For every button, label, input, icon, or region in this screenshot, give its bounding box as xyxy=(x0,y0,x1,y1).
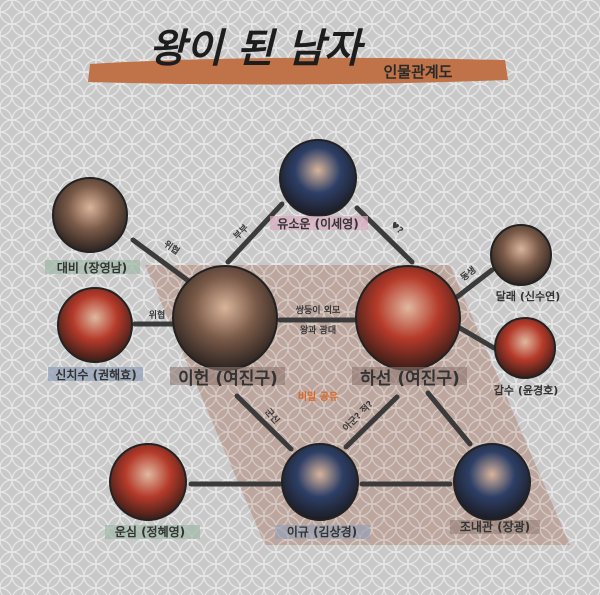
relation-secret-shared: 비밀 공유 xyxy=(298,390,338,403)
character-gapsu[interactable]: 갑수 (윤경호) xyxy=(494,317,558,397)
character-unsim[interactable]: 운심 (정혜영) xyxy=(105,443,200,539)
character-shinchisu[interactable]: 신치수 (권해효) xyxy=(48,287,143,382)
avatar xyxy=(281,443,359,521)
character-haseon[interactable]: 하선 (여진구) xyxy=(352,265,467,389)
label-highlight xyxy=(352,367,467,385)
avatar xyxy=(57,287,133,363)
relation-shin-yiheon: 위협 xyxy=(149,309,166,321)
line-haseon-jonaegwan xyxy=(425,390,473,447)
character-label: 이규 (김상경) xyxy=(287,524,357,539)
character-label: 달래 (신수연) xyxy=(496,289,560,303)
character-jonaegwan[interactable]: 조내관 (장광) xyxy=(450,443,540,534)
character-label: 대비 (장영남) xyxy=(57,260,127,275)
avatar xyxy=(355,265,461,371)
label-highlight xyxy=(105,525,200,539)
avatar xyxy=(494,317,556,379)
line-haseon-yigyu xyxy=(343,394,400,450)
relation-lines xyxy=(130,201,497,487)
character-label: 신치수 (권해효) xyxy=(55,367,136,382)
label-highlight xyxy=(450,520,540,534)
line-yiheon-yigyu xyxy=(234,393,294,452)
character-label: 갑수 (윤경호) xyxy=(494,383,558,397)
character-label: 유소운 (이세영) xyxy=(277,216,358,231)
character-yusoun[interactable]: 유소운 (이세영) xyxy=(270,139,368,231)
character-dallae[interactable]: 달래 (신수연) xyxy=(490,224,560,303)
avatar xyxy=(490,224,552,286)
title-brush-stroke xyxy=(88,57,508,85)
title-main: 왕이 된 남자 xyxy=(149,25,366,72)
label-highlight xyxy=(170,367,285,385)
character-yiheon[interactable]: 이헌 (여진구) xyxy=(170,265,285,389)
label-highlight xyxy=(48,367,143,381)
character-yigyu[interactable]: 이규 (김상경) xyxy=(275,443,370,539)
title-sub: 인물관계도 xyxy=(383,63,452,81)
avatar xyxy=(453,443,531,521)
line-gapsu-haseon xyxy=(457,325,497,351)
avatar xyxy=(279,139,357,217)
label-highlight xyxy=(275,525,370,539)
avatar xyxy=(109,443,187,521)
relation-twin-look: 쌍둥이 외모 xyxy=(296,304,341,316)
relation-king-clown: 왕과 광대 xyxy=(300,324,336,336)
character-daebi[interactable]: 대비 (장영남) xyxy=(45,177,140,275)
label-highlight xyxy=(270,216,368,230)
avatar xyxy=(172,265,278,371)
line-yusoun-yiheon xyxy=(225,201,285,265)
character-label: 하선 (여진구) xyxy=(360,369,460,389)
character-label: 조내관 (장광) xyxy=(460,519,530,534)
character-label: 이헌 (여진구) xyxy=(178,369,278,389)
avatar xyxy=(52,177,128,253)
character-label: 운심 (정혜영) xyxy=(115,524,185,539)
line-daebi-yiheon xyxy=(130,237,193,285)
line-dallae-haseon xyxy=(454,267,495,300)
label-highlight xyxy=(45,260,140,274)
